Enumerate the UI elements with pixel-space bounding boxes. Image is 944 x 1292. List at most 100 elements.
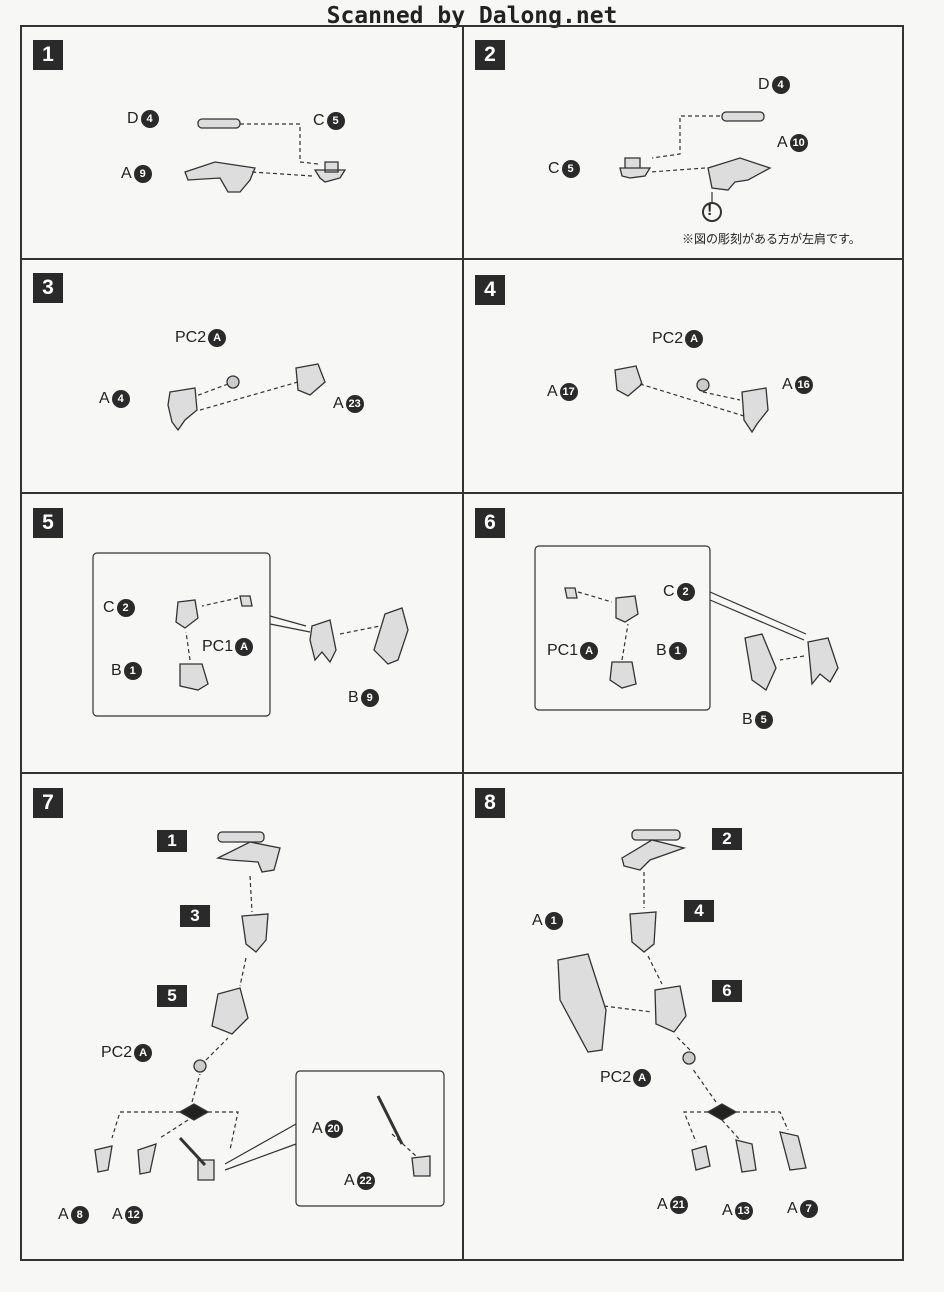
part-a4-arm (167, 387, 198, 432)
asm8-pc2-ball (682, 1051, 696, 1065)
arrow-7c (205, 1037, 229, 1061)
arrow-6a (577, 591, 613, 603)
part-c5-joint-2 (619, 157, 652, 179)
asm8-a1-panel (557, 953, 607, 1053)
substep-2-ref: 2 (712, 828, 742, 850)
asm7-weapon-base (197, 1159, 215, 1181)
asm8-forearm (654, 985, 687, 1033)
arrow-8g (721, 1119, 741, 1141)
asm7-upper-arm (241, 913, 269, 953)
part-c2-6 (615, 595, 639, 623)
arrow-7b (239, 957, 247, 987)
asm7-weapon-barrel (178, 1136, 207, 1167)
part-pc1-6 (564, 587, 578, 599)
grid-divider-row1 (20, 258, 904, 260)
part-b1 (179, 663, 209, 691)
step-5-badge: 5 (33, 508, 63, 538)
step-6-badge: 6 (475, 508, 505, 538)
asm7-connector (178, 1103, 210, 1121)
step-8-badge: 8 (475, 788, 505, 818)
arrow-8b (647, 955, 663, 985)
grid-divider-vertical (462, 25, 464, 1261)
arrow-2a (651, 115, 720, 159)
asm8-connector (706, 1103, 738, 1121)
step7-callout (224, 1123, 297, 1171)
arrow-6b (621, 623, 629, 661)
arrow-1a (240, 123, 319, 165)
part-a9-shoulder (184, 161, 256, 193)
step-3-badge: 3 (33, 273, 63, 303)
arrow-4b (639, 383, 745, 417)
substep-1-ref: 1 (157, 830, 187, 852)
substep-4-ref: 4 (684, 900, 714, 922)
asm7-hand-a12 (137, 1143, 157, 1175)
step-7-badge: 7 (33, 788, 63, 818)
arrow-7e (111, 1111, 180, 1139)
asm7-pc2-ball (193, 1059, 207, 1073)
arrow-7a (249, 875, 253, 913)
asm7-rod (217, 831, 265, 843)
asm8-hand-a13 (735, 1139, 757, 1173)
part-d4-rod (197, 118, 241, 129)
left-shoulder-note: ※図の彫刻がある方が左肩です。 (682, 232, 861, 246)
arrow-1b (251, 171, 313, 177)
part-b5 (744, 633, 777, 691)
arrow-5b (185, 631, 191, 661)
part-a23-cover (295, 363, 326, 396)
step-4-badge: 4 (475, 275, 505, 305)
part-pc1 (239, 595, 253, 607)
substep-6-ref: 6 (712, 980, 742, 1002)
asm8-hand-a7 (779, 1131, 807, 1171)
arrow-8c (603, 1005, 653, 1013)
scan-title: Scanned by Dalong.net (0, 3, 944, 29)
part-pc2-ball (226, 375, 240, 389)
arrow-7d (191, 1073, 201, 1103)
step7-detail-box (295, 1070, 445, 1207)
substep-3-ref: 3 (180, 905, 210, 927)
arrow-6c (779, 655, 805, 661)
step5-detail-box (92, 552, 271, 717)
arrow-7h (391, 1133, 417, 1157)
asm7-shoulder (215, 841, 281, 873)
asm7-hand-a8 (94, 1145, 113, 1173)
part-a17-cover (614, 365, 643, 397)
step-2-badge: 2 (475, 40, 505, 70)
part-b1-6 (609, 661, 637, 689)
step6-callout (709, 591, 807, 641)
part-shoulder-box-6 (807, 637, 839, 686)
arrow-2b (649, 167, 706, 173)
warning-mark: ! (707, 202, 713, 219)
arrow-7f (159, 1119, 189, 1139)
asm7-a20-barrel (376, 1095, 404, 1145)
part-d4-rod-2 (721, 111, 765, 122)
asm8-shoulder (621, 839, 687, 871)
part-c5-joint (313, 161, 347, 183)
arrow-8d (675, 1035, 691, 1051)
arrow-4a (702, 391, 741, 401)
arrow-8e (691, 1067, 717, 1103)
step-1-badge: 1 (33, 40, 63, 70)
substep-5-ref: 5 (157, 985, 187, 1007)
arrow-8f (683, 1111, 708, 1143)
grid-divider-row3 (20, 772, 904, 774)
